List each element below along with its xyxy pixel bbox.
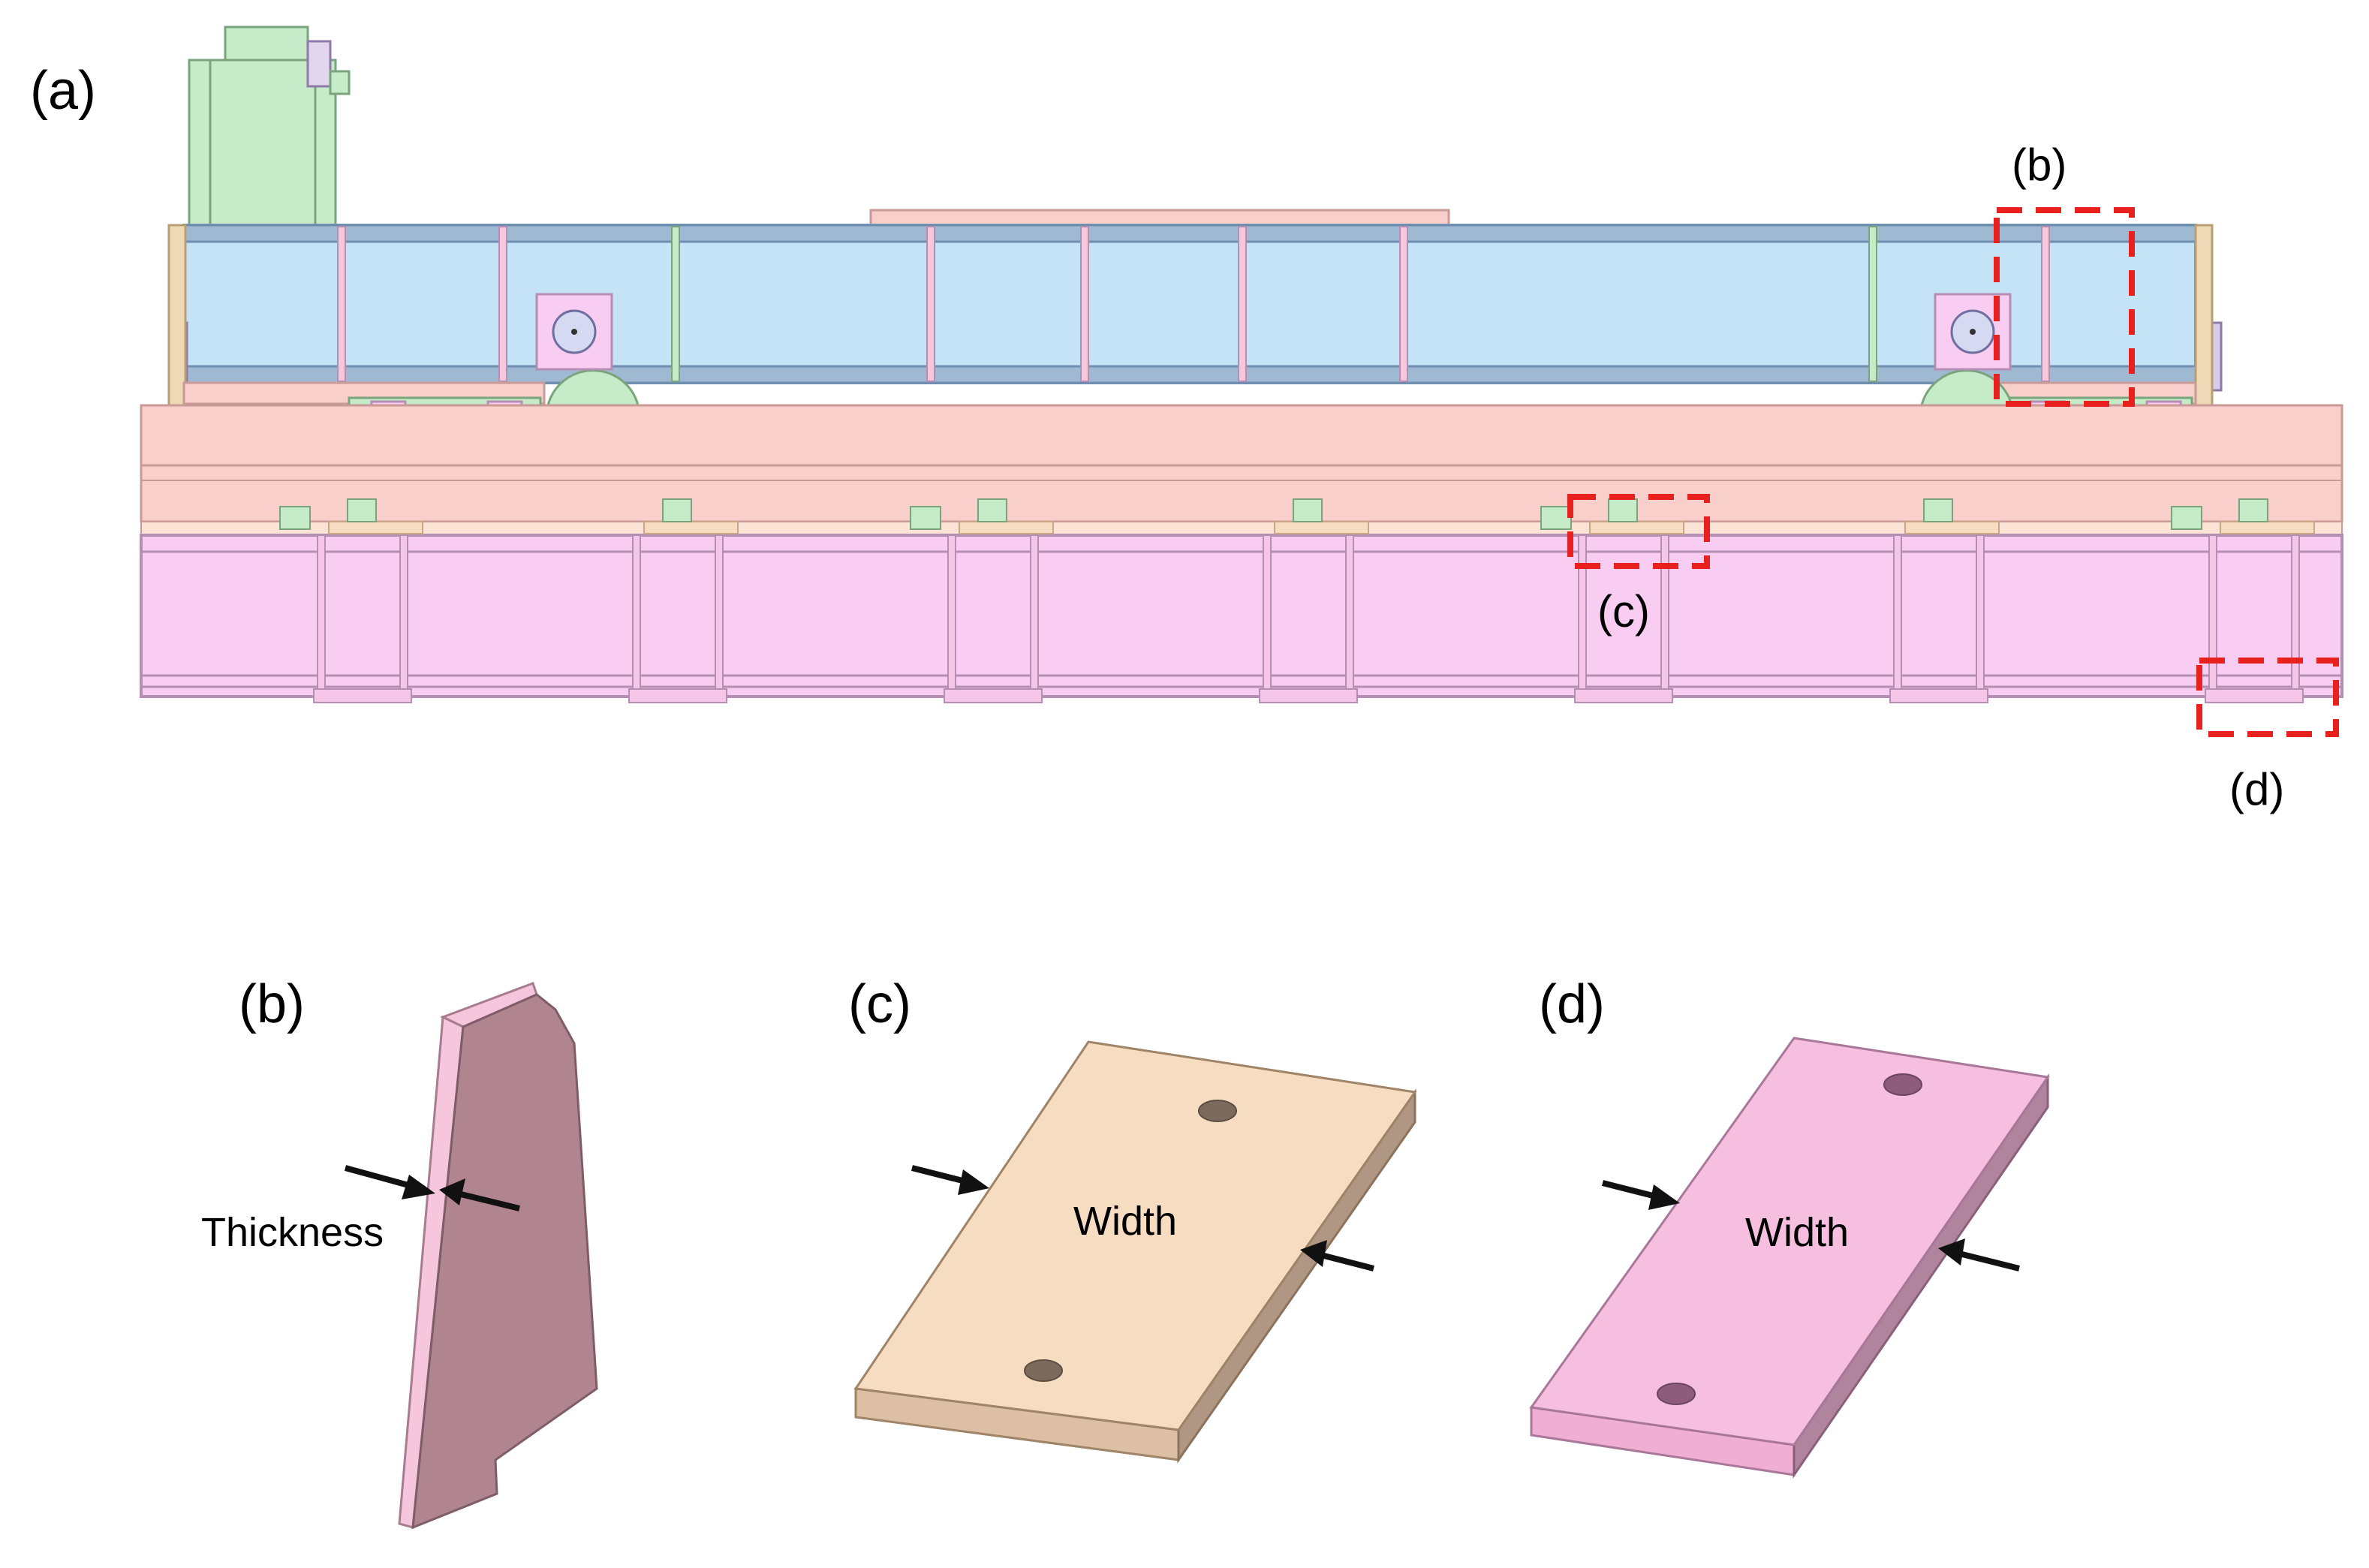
rail-clip bbox=[662, 498, 692, 522]
width-label-c: Width bbox=[1073, 1199, 1177, 1244]
rail-pad-plate bbox=[1274, 521, 1369, 534]
drive-motor bbox=[188, 26, 351, 230]
arrow-icon bbox=[911, 1165, 989, 1195]
panel-b-label: (b) bbox=[239, 974, 305, 1034]
rail-clip bbox=[347, 498, 377, 522]
width-plate-top bbox=[1529, 1037, 2050, 1446]
beam-stiffener bbox=[1399, 226, 1408, 382]
beam-stiffeners bbox=[337, 226, 2050, 382]
arrow-icon bbox=[439, 1178, 520, 1211]
end-truck-left bbox=[182, 293, 640, 424]
rail-clip bbox=[2238, 498, 2268, 522]
girder-stiffener bbox=[2291, 534, 2300, 697]
girder-stiffener bbox=[947, 534, 956, 697]
beam-stiffener bbox=[498, 226, 507, 382]
bearing-pad-plate bbox=[628, 688, 727, 703]
girder-stiffener bbox=[632, 534, 641, 697]
rail-pad-plate bbox=[643, 521, 739, 534]
beam-stiffener bbox=[1238, 226, 1247, 382]
rail-clip bbox=[1293, 498, 1323, 522]
girder-stiffener bbox=[715, 534, 724, 697]
rail-pad-plate bbox=[959, 521, 1054, 534]
rail-pad-plate bbox=[2220, 521, 2315, 534]
runway-girder bbox=[140, 534, 2343, 698]
bearing-pad-plate bbox=[2205, 688, 2304, 703]
rail-clip-bracket bbox=[2171, 506, 2202, 530]
beam-stiffener bbox=[1080, 226, 1089, 382]
beam-stiffener bbox=[337, 226, 346, 382]
panel-b-stiffener: (b) Thickness bbox=[201, 974, 598, 1530]
girder-stiffener bbox=[1263, 534, 1272, 697]
width-label-d: Width bbox=[1745, 1210, 1849, 1255]
callout-box-d bbox=[2196, 658, 2339, 737]
rail-clip bbox=[1608, 498, 1638, 522]
runway-rail bbox=[140, 404, 2343, 536]
rail-clip-bracket bbox=[279, 506, 311, 530]
bearing-pad-plate bbox=[1259, 688, 1358, 703]
stiffener-plate-face bbox=[411, 993, 598, 1530]
thickness-label: Thickness bbox=[201, 1210, 384, 1255]
arrow-icon bbox=[344, 1165, 435, 1199]
girder-stiffener bbox=[1976, 534, 1985, 697]
main-beam bbox=[167, 224, 2223, 437]
bearing-pad-plate bbox=[1574, 688, 1673, 703]
arrow-icon bbox=[1300, 1240, 1374, 1272]
girder-stiffener bbox=[1660, 534, 1669, 697]
callout-label-b: (b) bbox=[2012, 140, 2066, 190]
girder-stiffener bbox=[1345, 534, 1354, 697]
girder-stiffener bbox=[1030, 534, 1039, 697]
panel-d-plate: (d) Width bbox=[1529, 974, 2050, 1479]
bearing-pad-plate bbox=[1889, 688, 1988, 703]
girder-details bbox=[279, 498, 2315, 703]
panel-c-plate: (c) Width bbox=[848, 974, 1417, 1464]
bearing-pad-plate bbox=[944, 688, 1043, 703]
girder-stiffener bbox=[317, 534, 326, 697]
callout-box-c bbox=[1567, 494, 1710, 569]
girder-stiffener bbox=[1578, 534, 1587, 697]
panel-d-label: (d) bbox=[1539, 974, 1605, 1034]
panel-a-label: (a) bbox=[30, 61, 96, 121]
bearing-pad-plate bbox=[313, 688, 412, 703]
girder-stiffener bbox=[1893, 534, 1902, 697]
rail-clip bbox=[977, 498, 1007, 522]
width-plate-top bbox=[853, 1040, 1417, 1431]
beam-stiffener bbox=[2041, 226, 2050, 382]
arrow-icon bbox=[1938, 1238, 2020, 1272]
callout-label-d: (d) bbox=[2229, 764, 2284, 814]
rail-pad-plate bbox=[1904, 521, 2000, 534]
beam-stiffener bbox=[671, 226, 680, 382]
panel-c-label: (c) bbox=[848, 974, 911, 1034]
girder-stiffener bbox=[2208, 534, 2217, 697]
panel-a-assembly: (a) bbox=[30, 26, 2343, 814]
arrow-icon bbox=[1602, 1180, 1680, 1210]
rail-clip-bracket bbox=[1540, 506, 1572, 530]
girder-stiffener bbox=[399, 534, 408, 697]
callout-box-b bbox=[1994, 207, 2135, 407]
beam-stiffener bbox=[926, 226, 935, 382]
rail-clip-bracket bbox=[910, 506, 941, 530]
rail-pad-plate bbox=[1589, 521, 1684, 534]
rail-pad-plate bbox=[328, 521, 423, 534]
rail-clip bbox=[1923, 498, 1953, 522]
callout-label-c: (c) bbox=[1597, 586, 1650, 637]
beam-stiffener bbox=[1868, 226, 1877, 382]
